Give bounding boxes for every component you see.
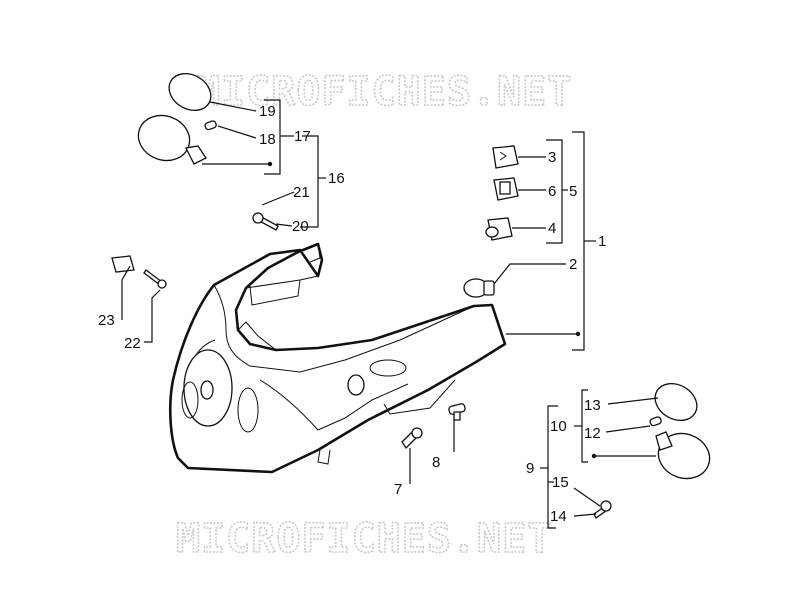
callout-19: 19	[259, 103, 276, 120]
callout-4: 4	[548, 220, 556, 237]
callout-1: 1	[598, 233, 606, 250]
leader-lines	[121, 99, 659, 529]
callout-9: 9	[526, 460, 534, 477]
headlamp-housing	[168, 242, 507, 474]
clip-23	[111, 255, 135, 273]
turn-signal-housing-10	[655, 431, 711, 480]
watermark-bottom: MICROFICHES.NET	[176, 516, 552, 562]
screw-7	[401, 427, 423, 450]
screw-20	[252, 212, 279, 231]
callout-numbers: 19 18 17 16 21 20 3 6 5 4 1 2 23 22 7 8 …	[98, 103, 606, 525]
callout-14: 14	[550, 508, 567, 525]
clip-3	[492, 145, 519, 169]
socket-6	[493, 177, 519, 201]
screw-14	[593, 500, 612, 519]
callout-12: 12	[584, 425, 601, 442]
callout-21: 21	[293, 184, 310, 201]
screw-8	[448, 403, 466, 421]
callout-10: 10	[550, 418, 567, 435]
watermark-top: MICROFICHES.NET	[196, 69, 572, 115]
callout-8: 8	[432, 454, 440, 471]
bulb-2	[463, 278, 495, 298]
callout-2: 2	[569, 256, 577, 273]
turn-signal-lens-19	[168, 72, 212, 112]
bulb-18	[204, 120, 217, 131]
callout-6: 6	[548, 183, 556, 200]
callout-22: 22	[124, 335, 141, 352]
callout-16: 16	[328, 170, 345, 187]
callout-17: 17	[294, 128, 311, 145]
callout-7: 7	[394, 481, 402, 498]
callout-5: 5	[569, 183, 577, 200]
screw-22	[143, 269, 167, 289]
bulb-12	[649, 416, 662, 427]
callout-18: 18	[259, 131, 276, 148]
callout-3: 3	[548, 149, 556, 166]
callout-23: 23	[98, 312, 115, 329]
callout-20: 20	[292, 218, 309, 235]
turn-signal-lens-13	[654, 382, 698, 422]
callout-15: 15	[552, 474, 569, 491]
callout-13: 13	[584, 397, 601, 414]
headlight-bulb-4	[485, 217, 513, 241]
turn-signal-housing-17	[137, 114, 207, 165]
